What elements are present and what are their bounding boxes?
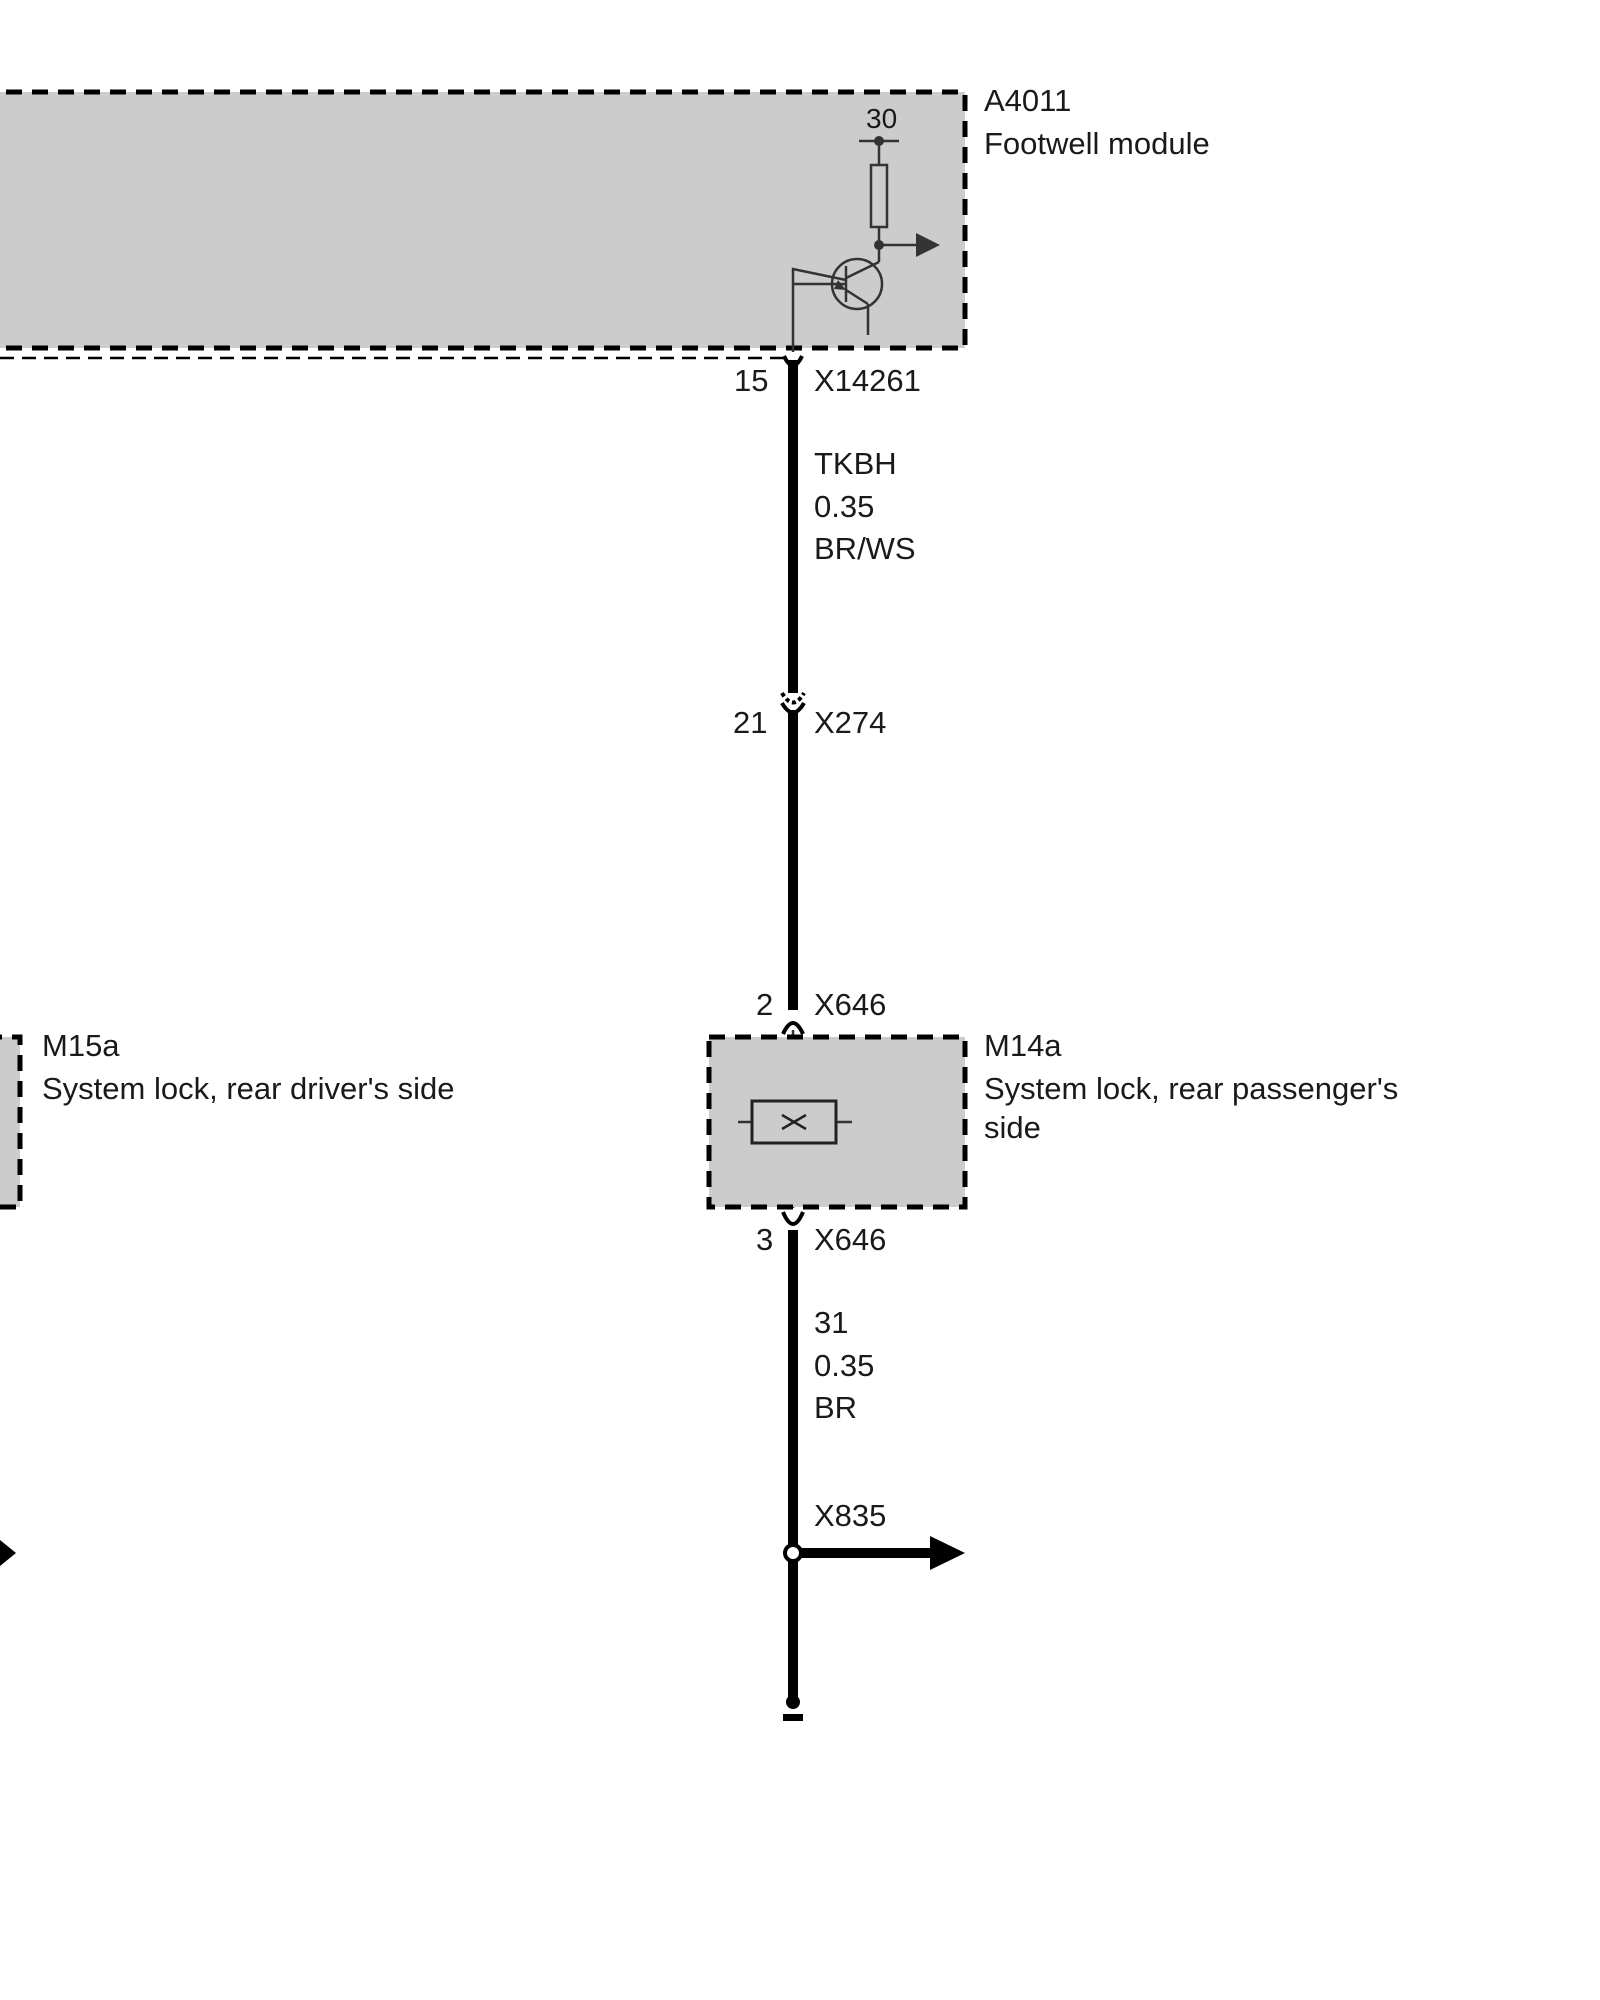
output-arrow-icon bbox=[916, 233, 940, 257]
footwell-module-id: A4011 bbox=[984, 83, 1071, 118]
footwell-module-name: Footwell module bbox=[984, 126, 1210, 161]
ground-bar-icon bbox=[783, 1714, 803, 1721]
actuator-cross-b bbox=[781, 1113, 807, 1131]
connector-x646-pin2-icon bbox=[781, 1021, 805, 1035]
connector-x646-pin2-name: X646 bbox=[814, 987, 886, 1022]
wire-tkbh-color: BR/WS bbox=[814, 531, 916, 566]
connector-x14261[interactable]: 15 X14261 bbox=[734, 355, 921, 398]
connector-x646-pin2-pin: 2 bbox=[756, 987, 773, 1022]
ground-symbol bbox=[783, 1695, 803, 1721]
system-lock-passenger-name-line2: side bbox=[984, 1110, 1041, 1145]
connector-x835[interactable]: X835 bbox=[783, 1498, 965, 1570]
system-lock-driver-arrow-icon bbox=[0, 1540, 16, 1566]
connector-x14261-pin: 15 bbox=[734, 363, 768, 398]
wire-31-signal: 31 bbox=[814, 1305, 848, 1340]
system-lock-passenger-id: M14a bbox=[984, 1028, 1062, 1063]
wire-label-tkbh: TKBH 0.35 BR/WS bbox=[814, 446, 916, 566]
connector-x14261-name: X14261 bbox=[814, 363, 921, 398]
supply-terminal-label: 30 bbox=[866, 103, 897, 134]
system-lock-driver-name: System lock, rear driver's side bbox=[42, 1071, 454, 1106]
connector-x646-pin3-icon bbox=[781, 1211, 805, 1226]
connector-x274-pin: 21 bbox=[733, 705, 767, 740]
ground-dot-icon bbox=[786, 1695, 800, 1709]
connector-x646-pin3-pin: 3 bbox=[756, 1222, 773, 1257]
system-lock-passenger[interactable]: M14a System lock, rear passenger's side bbox=[706, 1028, 1398, 1210]
connector-x835-splice-icon bbox=[783, 1543, 803, 1563]
wire-31-color: BR bbox=[814, 1390, 857, 1425]
connector-x14261-pin-icon bbox=[782, 355, 804, 368]
connector-x274[interactable]: 21 X274 bbox=[733, 691, 886, 740]
wire-31-cross-section: 0.35 bbox=[814, 1348, 874, 1383]
transistor-output-circuit bbox=[791, 136, 940, 352]
footwell-module-box bbox=[0, 89, 968, 351]
wire-tkbh-cross-section: 0.35 bbox=[814, 489, 874, 524]
connector-x274-pin-icon bbox=[780, 691, 806, 705]
system-lock-passenger-name-line1: System lock, rear passenger's bbox=[984, 1071, 1398, 1106]
connector-x646-pin3[interactable]: 3 X646 bbox=[756, 1211, 886, 1257]
system-lock-driver[interactable]: M15a System lock, rear driver's side bbox=[0, 1028, 454, 1566]
wire-label-31: 31 0.35 BR bbox=[814, 1305, 874, 1425]
transistor-emitter-arrow-icon bbox=[834, 280, 846, 290]
wire-tkbh-signal: TKBH bbox=[814, 446, 897, 481]
connector-x646-pin2[interactable]: 2 X646 bbox=[756, 987, 886, 1035]
connector-x274-pin-arc bbox=[780, 701, 806, 715]
system-lock-driver-box bbox=[0, 1034, 23, 1210]
system-lock-driver-id: M15a bbox=[42, 1028, 120, 1063]
footwell-module[interactable]: 30 A4011 Footwell module bbox=[0, 83, 1210, 360]
connector-x835-arrow-icon bbox=[930, 1536, 965, 1570]
connector-x835-name: X835 bbox=[814, 1498, 886, 1533]
actuator-symbol bbox=[750, 1099, 838, 1145]
connector-x646-pin3-name: X646 bbox=[814, 1222, 886, 1257]
connector-x274-name: X274 bbox=[814, 705, 886, 740]
